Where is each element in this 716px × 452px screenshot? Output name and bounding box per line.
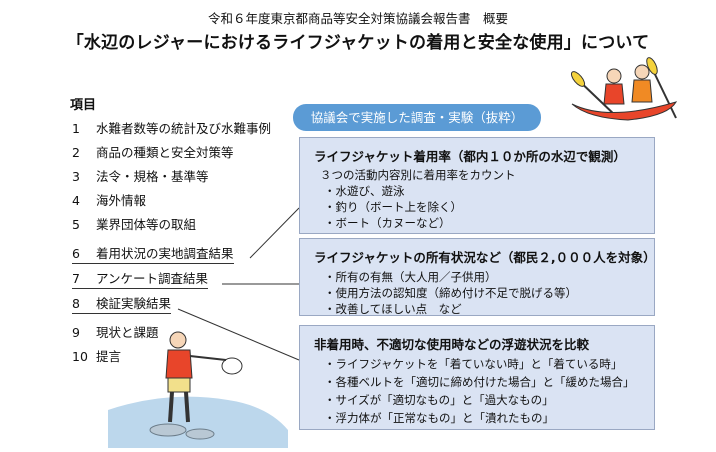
report-subtitle: 令和６年度東京都商品等安全対策協議会報告書 概要 <box>207 11 508 26</box>
box-line: ・浮力体が「正常なもの」と「潰れたもの」 <box>324 411 554 425</box>
box-line: ・釣り（ボート上を除く） <box>324 200 462 214</box>
page-title: 「水辺のレジャーにおけるライフジャケットの着用と安全な使用」について <box>66 33 650 53</box>
box-line: ・水遊び、遊泳 <box>324 184 405 198</box>
box-title: ライフジャケットの所有状況など（都民２,０００人を対象） <box>314 250 656 265</box>
box-line: ３つの活動内容別に着用率をカウント <box>320 168 516 182</box>
box-line: ・各種ベルトを「適切に締め付けた場合」と「緩めた場合」 <box>324 375 635 389</box>
waterside-illustration <box>108 331 288 448</box>
box-line: ・使用方法の認知度（締め付け不足で脱げる等） <box>324 286 577 300</box>
box-line: ・所有の有無（大人用／子供用） <box>324 270 497 284</box>
kayak-illustration <box>570 57 678 121</box>
box-line: ・ボート（カヌーなど） <box>324 216 451 230</box>
survey-badge: 協議会で実施した調査・実験（抜粋） <box>293 104 541 131</box>
box-title: ライフジャケット着用率（都内１０か所の水辺で観測） <box>314 149 626 164</box>
box-line: ・サイズが「適切なもの」と「過大なもの」 <box>324 393 554 407</box>
wearing-rate-box: ライフジャケット着用率（都内１０か所の水辺で観測） ３つの活動内容別に着用率をカ… <box>299 137 655 234</box>
box-line: ・ライフジャケットを「着ていない時」と「着ている時」 <box>324 357 623 371</box>
box-title: 非着用時、不適切な使用時などの浮遊状況を比較 <box>314 337 590 352</box>
floating-experiment-box: 非着用時、不適切な使用時などの浮遊状況を比較 ・ライフジャケットを「着ていない時… <box>299 325 655 430</box>
ownership-box: ライフジャケットの所有状況など（都民２,０００人を対象） ・所有の有無（大人用／… <box>299 238 656 316</box>
box-line: ・改善してほしい点 など <box>324 302 462 316</box>
items-heading: 項目 <box>70 98 97 113</box>
